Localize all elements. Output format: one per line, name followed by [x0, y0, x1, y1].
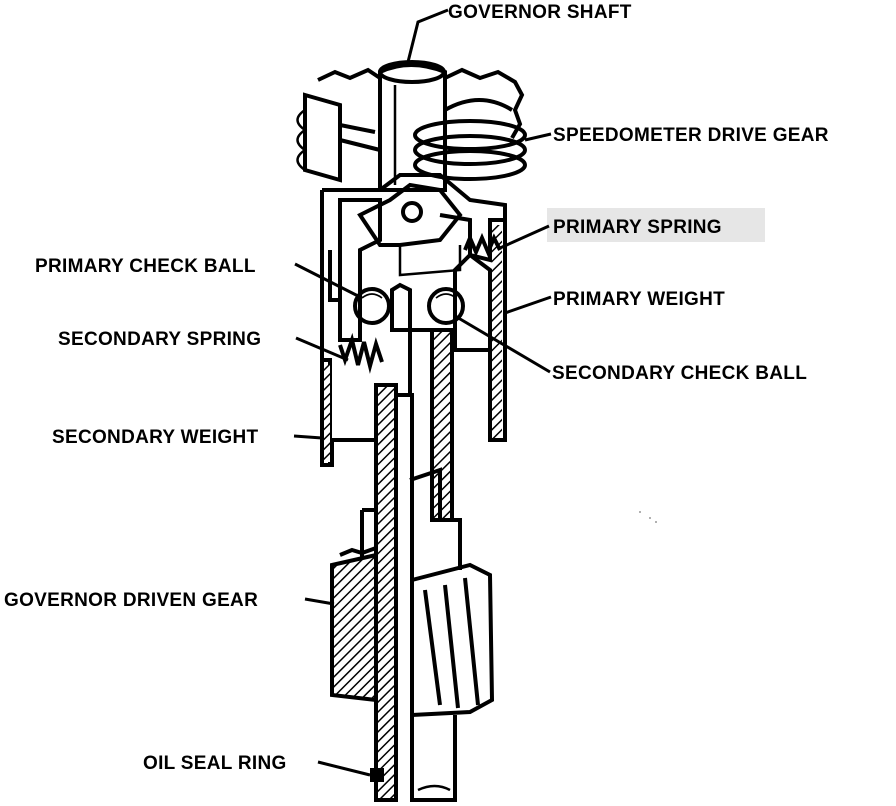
label-primary-check-ball: PRIMARY CHECK BALL	[35, 256, 363, 300]
svg-text:PRIMARY WEIGHT: PRIMARY WEIGHT	[553, 289, 725, 310]
svg-text:SECONDARY CHECK BALL: SECONDARY CHECK BALL	[552, 363, 807, 384]
label-speedometer-drive-gear: SPEEDOMETER DRIVE GEAR	[524, 125, 829, 146]
label-oil-seal-ring: OIL SEAL RING	[143, 753, 371, 777]
secondary-check-ball	[427, 287, 465, 325]
label-governor-driven-gear: GOVERNOR DRIVEN GEAR	[4, 590, 335, 611]
primary-weight	[453, 218, 507, 442]
svg-text:GOVERNOR DRIVEN GEAR: GOVERNOR DRIVEN GEAR	[4, 590, 258, 611]
svg-text:SPEEDOMETER DRIVE GEAR: SPEEDOMETER DRIVE GEAR	[553, 125, 829, 146]
governor-driven-gear	[330, 546, 495, 717]
svg-text:SECONDARY WEIGHT: SECONDARY WEIGHT	[52, 427, 259, 448]
primary-spring-highlight	[547, 208, 765, 242]
secondary-weight	[320, 360, 380, 467]
label-governor-shaft: GOVERNOR SHAFT	[406, 2, 632, 63]
svg-text:PRIMARY CHECK BALL: PRIMARY CHECK BALL	[35, 256, 256, 277]
speedometer-drive-gear	[296, 67, 527, 183]
label-primary-weight: PRIMARY WEIGHT	[504, 289, 725, 315]
svg-text:GOVERNOR SHAFT: GOVERNOR SHAFT	[448, 2, 632, 23]
label-secondary-spring: SECONDARY SPRING	[58, 329, 349, 362]
svg-text:SECONDARY SPRING: SECONDARY SPRING	[58, 329, 261, 350]
label-secondary-check-ball: SECONDARY CHECK BALL	[454, 314, 807, 384]
label-secondary-weight: SECONDARY WEIGHT	[52, 427, 323, 448]
svg-text:PRIMARY SPRING: PRIMARY SPRING	[553, 217, 722, 238]
scan-specks	[639, 511, 657, 523]
secondary-spring	[338, 332, 384, 374]
primary-check-ball	[353, 287, 391, 325]
primary-spring	[463, 232, 502, 258]
valve-seat	[390, 282, 412, 332]
label-primary-spring: PRIMARY SPRING	[499, 208, 765, 250]
oil-seal-ring	[370, 715, 457, 802]
svg-text:OIL SEAL RING: OIL SEAL RING	[143, 753, 287, 774]
